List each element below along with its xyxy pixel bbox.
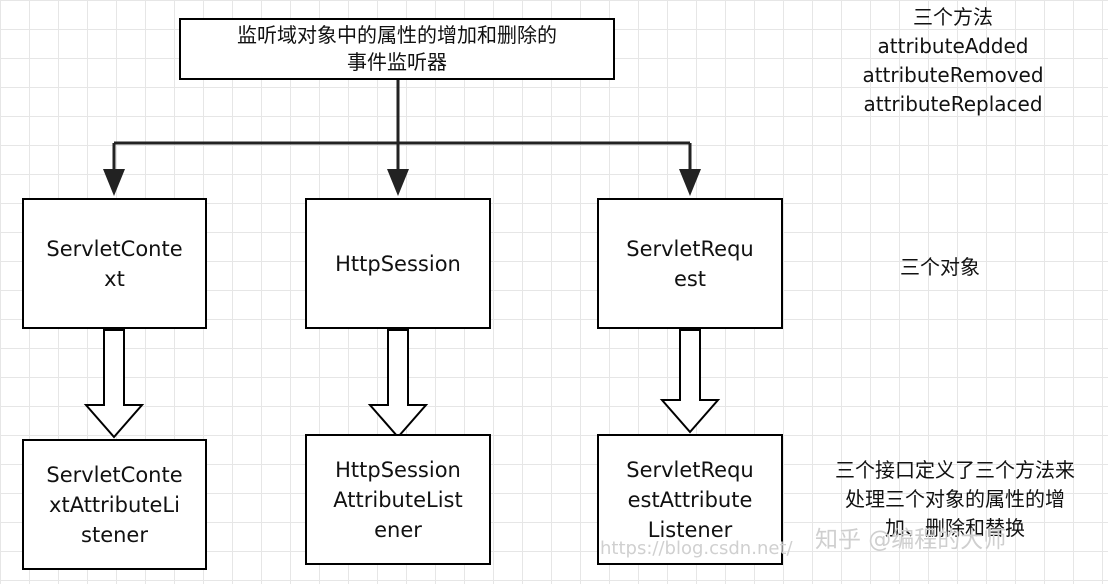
interfaces-note-line-1: 三个接口定义了三个方法来 <box>835 458 1075 482</box>
interfaces-note: 三个接口定义了三个方法来 处理三个对象的属性的增 加、删除和替换 <box>810 456 1100 543</box>
listener-label-line-3: ener <box>374 517 422 542</box>
watermark-url: https://blog.csdn.net/ <box>600 538 793 559</box>
method-item: attributeRemoved <box>862 63 1044 87</box>
hollow-arrow-servletcontext <box>83 329 145 439</box>
hollow-arrow-httpsession <box>367 329 429 439</box>
listener-label-line-3: Listener <box>647 517 733 542</box>
arrowhead-servletcontext <box>103 169 125 196</box>
listener-box-httpsession: HttpSession AttributeList ener <box>305 434 491 565</box>
objects-note: 三个对象 <box>880 253 1000 282</box>
watermark-brand: 知乎 @编程的大师 <box>815 527 1007 553</box>
method-item: attributeReplaced <box>863 92 1043 116</box>
method-item: attributeAdded <box>877 34 1029 58</box>
interfaces-note-line-3: 加、删除和替换 <box>885 516 1025 540</box>
listener-label-line-1: ServletRequ <box>626 457 754 482</box>
arrowhead-httpsession <box>387 169 409 196</box>
hollow-arrow-servletrequest <box>659 329 721 434</box>
listener-label-line-1: ServletConte <box>46 462 183 487</box>
listener-label-line-2: estAttribute <box>627 487 753 512</box>
listener-label-line-2: AttributeList <box>333 487 463 512</box>
listener-label-line-2: xtAttributeLi <box>49 492 180 517</box>
methods-note: 三个方法 attributeAdded attributeRemoved att… <box>838 3 1068 119</box>
object-label-line-1: ServletConte <box>46 236 183 261</box>
object-label-line-2: xt <box>104 266 125 291</box>
object-label-line-1: ServletRequ <box>626 236 754 261</box>
object-box-servletcontext: ServletConte xt <box>22 198 207 329</box>
object-box-servletrequest: ServletRequ est <box>597 198 783 329</box>
object-label-line-2: est <box>673 266 707 291</box>
object-box-httpsession: HttpSession <box>305 198 491 329</box>
top-box-event-listener: 监听域对象中的属性的增加和删除的 事件监听器 <box>179 18 615 80</box>
arrowhead-servletrequest <box>679 169 701 196</box>
listener-box-servletcontext: ServletConte xtAttributeLi stener <box>22 439 207 570</box>
object-label-line-1: HttpSession <box>335 251 461 276</box>
listener-label-line-3: stener <box>81 522 148 547</box>
top-box-line-1: 监听域对象中的属性的增加和删除的 <box>237 23 557 47</box>
top-box-line-2: 事件监听器 <box>347 50 447 74</box>
methods-note-title: 三个方法 <box>913 5 993 29</box>
objects-note-text: 三个对象 <box>900 255 980 279</box>
listener-box-servletrequest: ServletRequ estAttribute Listener <box>597 434 783 565</box>
listener-label-line-1: HttpSession <box>335 457 461 482</box>
interfaces-note-line-2: 处理三个对象的属性的增 <box>845 487 1065 511</box>
